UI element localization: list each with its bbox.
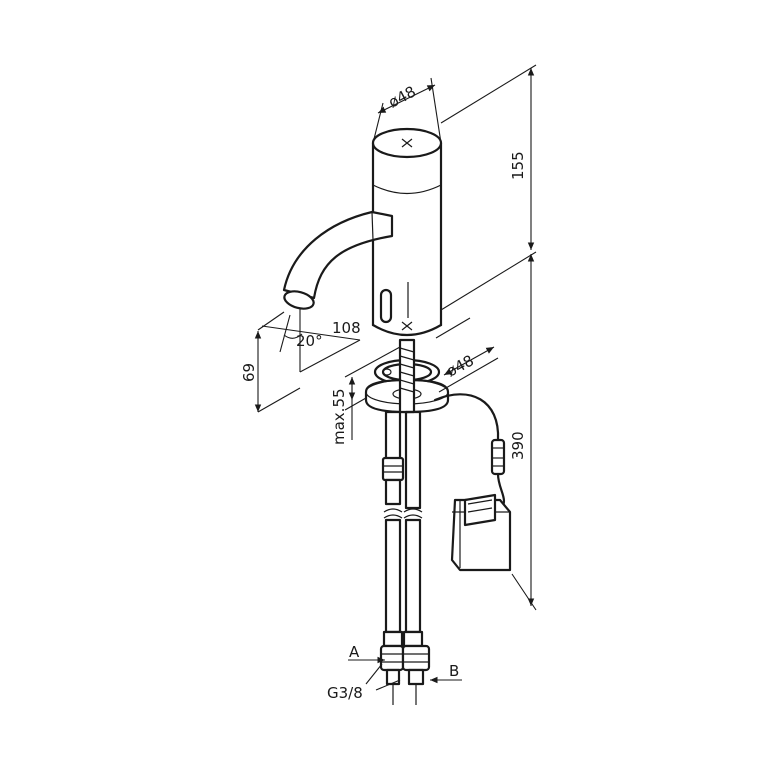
hose-length-label: 390 <box>509 431 527 460</box>
spout-reach-label: 108 <box>332 319 361 337</box>
total-height-label: 155 <box>509 151 527 180</box>
spout <box>282 210 394 310</box>
top-diameter-label: ø48 <box>385 82 418 111</box>
dimension-lines <box>254 64 537 691</box>
inlet-a-label: A <box>349 643 360 661</box>
spout-height-label: 69 <box>240 363 258 382</box>
thread-label: G3/8 <box>327 684 363 702</box>
base-diameter-label: ø48 <box>443 351 476 380</box>
sensor-cable-box <box>433 393 512 572</box>
max-deck-label: max.55 <box>330 388 348 445</box>
mounting-base <box>364 338 450 414</box>
supply-hoses <box>379 410 431 705</box>
faucet-body <box>371 127 443 336</box>
inlet-b-label: B <box>449 662 459 680</box>
spout-angle-label: 20° <box>296 332 323 350</box>
